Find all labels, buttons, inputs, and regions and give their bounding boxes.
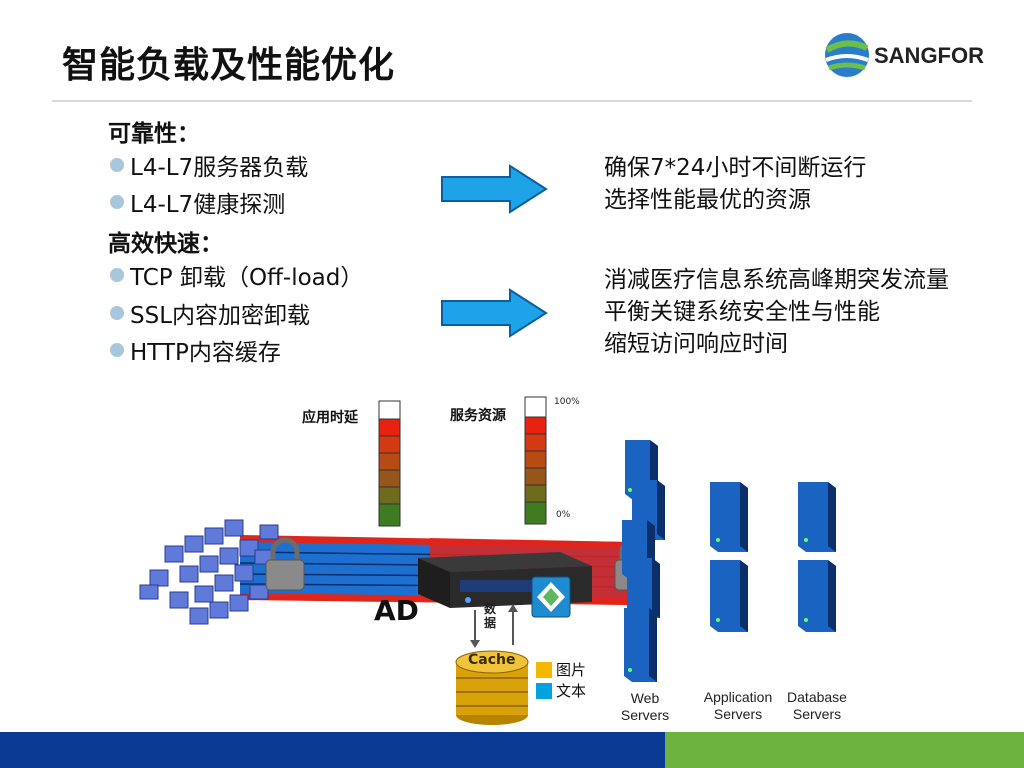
title-divider	[52, 100, 972, 102]
bullet-dot-icon	[110, 195, 124, 209]
resource-gauge	[524, 396, 547, 525]
latency-gauge	[378, 400, 401, 527]
database-servers-icon	[798, 482, 836, 632]
load-balancer-icon	[531, 576, 571, 618]
bullet-dot-icon	[110, 268, 124, 282]
legend-swatch-icon	[536, 682, 552, 699]
section-heading-reliability: 可靠性：	[108, 121, 200, 147]
data-label: 数据	[484, 602, 497, 630]
benefit-line: 选择性能最优的资源	[604, 187, 811, 213]
bullet-item: L4-L7服务器负载	[110, 148, 308, 182]
bullet-text: HTTP内容缓存	[130, 340, 281, 366]
section-heading-efficiency: 高效快速：	[108, 231, 223, 257]
bullet-item: HTTP内容缓存	[110, 333, 281, 367]
benefit-group-1: 确保7*24小时不间断运行 选择性能最优的资源	[604, 152, 866, 216]
application-servers-icon	[710, 482, 748, 632]
client-laptops-icon	[139, 519, 279, 625]
legend-swatch-icon	[536, 661, 552, 678]
bullet-text: SSL内容加密卸载	[130, 303, 311, 329]
legend-label: 文本	[556, 682, 587, 700]
right-arrow-icon	[441, 288, 548, 338]
bullet-text: L4-L7服务器负载	[130, 155, 309, 181]
benefit-group-2: 消减医疗信息系统高峰期突发流量 平衡关键系统安全性与性能 缩短访问响应时间	[604, 264, 949, 360]
bullet-dot-icon	[110, 158, 124, 172]
benefit-line: 缩短访问响应时间	[604, 331, 788, 357]
application-servers-label: Application Servers	[703, 689, 773, 722]
bullet-item: TCP 卸载（Off-load）	[110, 258, 363, 292]
bullet-item: SSL内容加密卸载	[110, 296, 310, 330]
legend-item-image: 图片	[536, 659, 586, 680]
bullet-text: TCP 卸载（Off-load）	[130, 265, 364, 291]
bullet-text: L4-L7健康探测	[130, 192, 286, 218]
benefit-line: 平衡关键系统安全性与性能	[604, 299, 880, 325]
network-diagram	[139, 440, 836, 725]
database-servers-label: Database Servers	[787, 689, 847, 722]
lock-icon	[265, 537, 305, 591]
slide-title: 智能负载及性能优化	[62, 45, 396, 86]
ad-label: AD	[374, 594, 419, 627]
web-servers-icon	[622, 440, 665, 682]
right-arrow-icon	[441, 164, 548, 214]
benefit-line: 消减医疗信息系统高峰期突发流量	[604, 267, 949, 293]
legend-label: 图片	[556, 661, 587, 679]
cache-database-icon	[455, 650, 529, 725]
web-servers-label: Web Servers	[620, 690, 670, 723]
scale-bottom-label: 0%	[556, 510, 571, 520]
bullet-dot-icon	[110, 306, 124, 320]
bullet-dot-icon	[110, 343, 124, 357]
resource-gauge-label: 服务资源	[450, 408, 506, 424]
data-flow-arrows	[470, 604, 518, 648]
benefit-line: 确保7*24小时不间断运行	[604, 155, 867, 181]
footer-bar-green	[665, 732, 1024, 768]
scale-top-label: 100%	[554, 397, 580, 407]
cache-label: Cache	[468, 652, 516, 668]
latency-gauge-label: 应用时延	[302, 410, 358, 426]
sangfor-logo-icon	[825, 33, 869, 77]
legend-item-text: 文本	[536, 680, 586, 701]
footer-bar-blue	[0, 732, 665, 768]
bullet-item: L4-L7健康探测	[110, 185, 285, 219]
brand-name: SANGFOR	[874, 43, 984, 68]
